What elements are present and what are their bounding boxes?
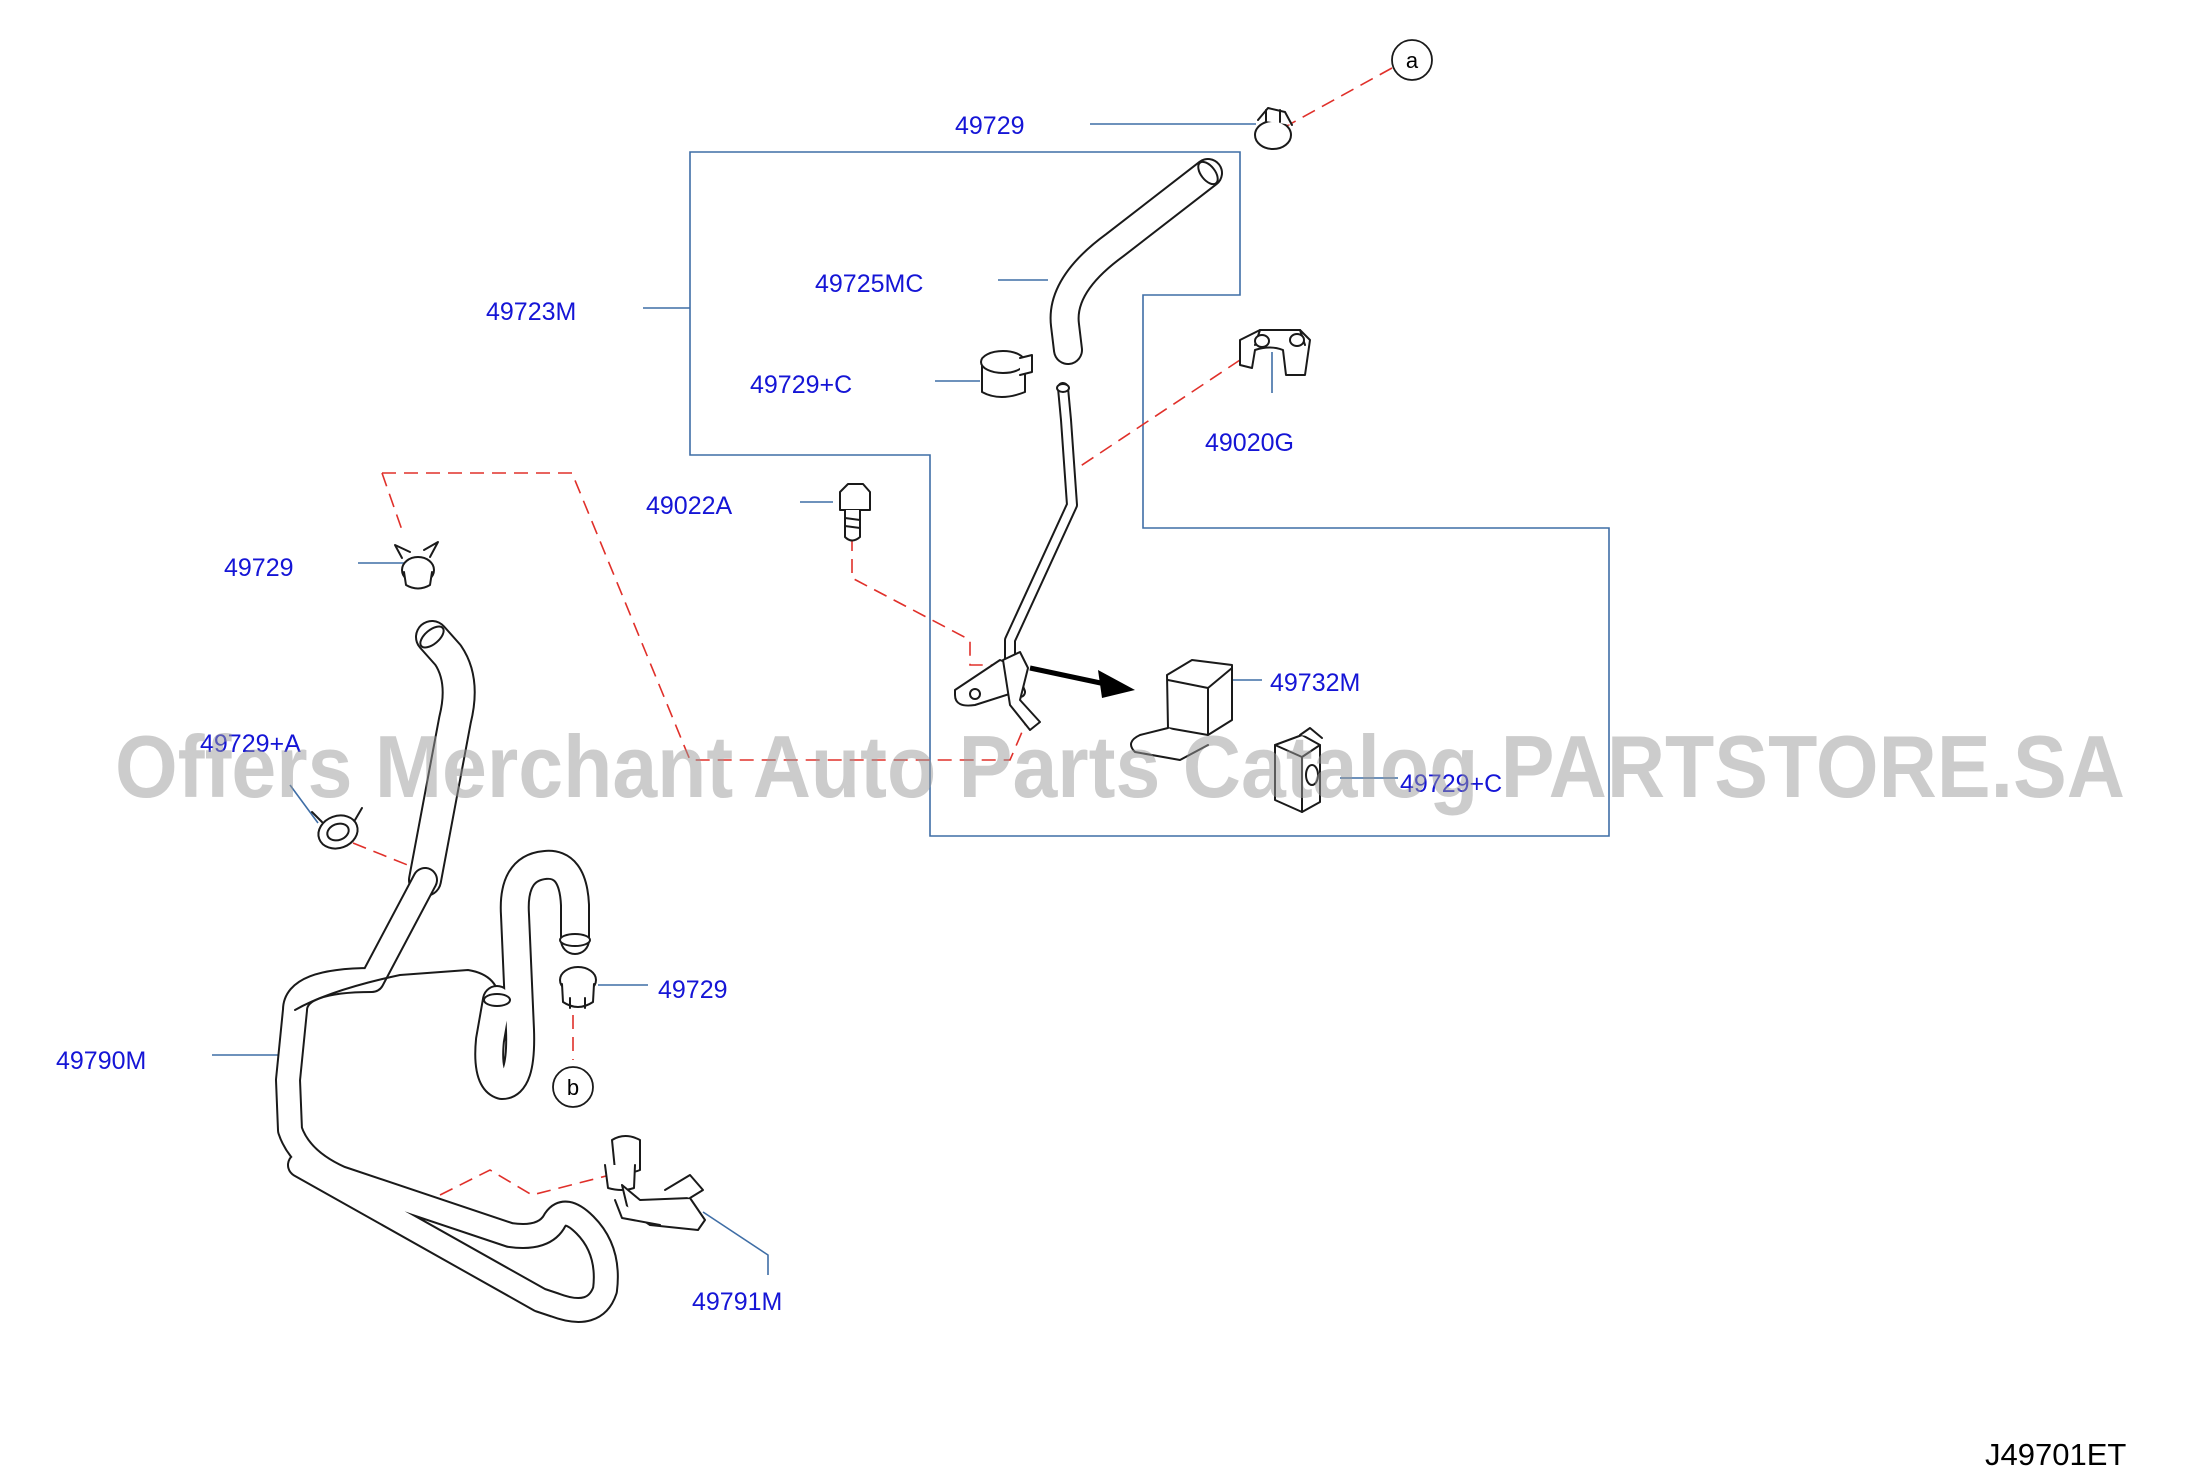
label-clip-left[interactable]: 49729 [224, 554, 294, 582]
label-clip-bracket[interactable]: 49791M [692, 1288, 782, 1316]
metal-tube [954, 382, 1078, 731]
svg-text:b: b [567, 1075, 579, 1100]
clamp-a-icon [311, 807, 363, 850]
bracket-clip-icon [1239, 329, 1311, 376]
clamp-c2-icon [1274, 727, 1323, 813]
upper-hose [1049, 158, 1223, 365]
svg-text:a: a [1406, 48, 1419, 73]
clip-left-icon [394, 541, 439, 590]
label-tube-upper[interactable]: 49725MC [815, 270, 923, 298]
label-clamp-a[interactable]: 49729+A [200, 730, 301, 758]
label-hose-lower[interactable]: 49790M [56, 1047, 146, 1075]
clip-top-icon [1254, 107, 1293, 150]
diagram-code: J49701ET [1985, 1437, 2126, 1472]
lower-hose [275, 620, 619, 1323]
bolt-icon [839, 483, 871, 542]
label-bolt[interactable]: 49022A [646, 492, 733, 520]
bracket-m-icon [1130, 659, 1233, 761]
ref-callout-b: b [552, 1066, 594, 1108]
clip-lower-icon [559, 966, 597, 1009]
leader-lines [212, 123, 1398, 1275]
watermark: Offers Merchant Auto Parts Catalog PARTS… [115, 717, 2125, 816]
clamp-c-icon [980, 350, 1033, 398]
label-clip-top[interactable]: 49729 [955, 112, 1025, 140]
clip-bracket-icon [604, 1135, 706, 1231]
label-clamp-c2[interactable]: 49729+C [1400, 770, 1502, 798]
ref-callout-a: a [1391, 39, 1433, 81]
label-clamp-c[interactable]: 49729+C [750, 371, 852, 399]
label-bracket-clip[interactable]: 49020G [1205, 429, 1294, 457]
label-assembly[interactable]: 49723M [486, 298, 576, 326]
label-bracket-m[interactable]: 49732M [1270, 669, 1360, 697]
direction-arrow [1029, 665, 1135, 698]
phantom-lines [352, 67, 1393, 1196]
assembly-boundary [689, 151, 1610, 837]
label-clip-lower[interactable]: 49729 [658, 976, 728, 1004]
